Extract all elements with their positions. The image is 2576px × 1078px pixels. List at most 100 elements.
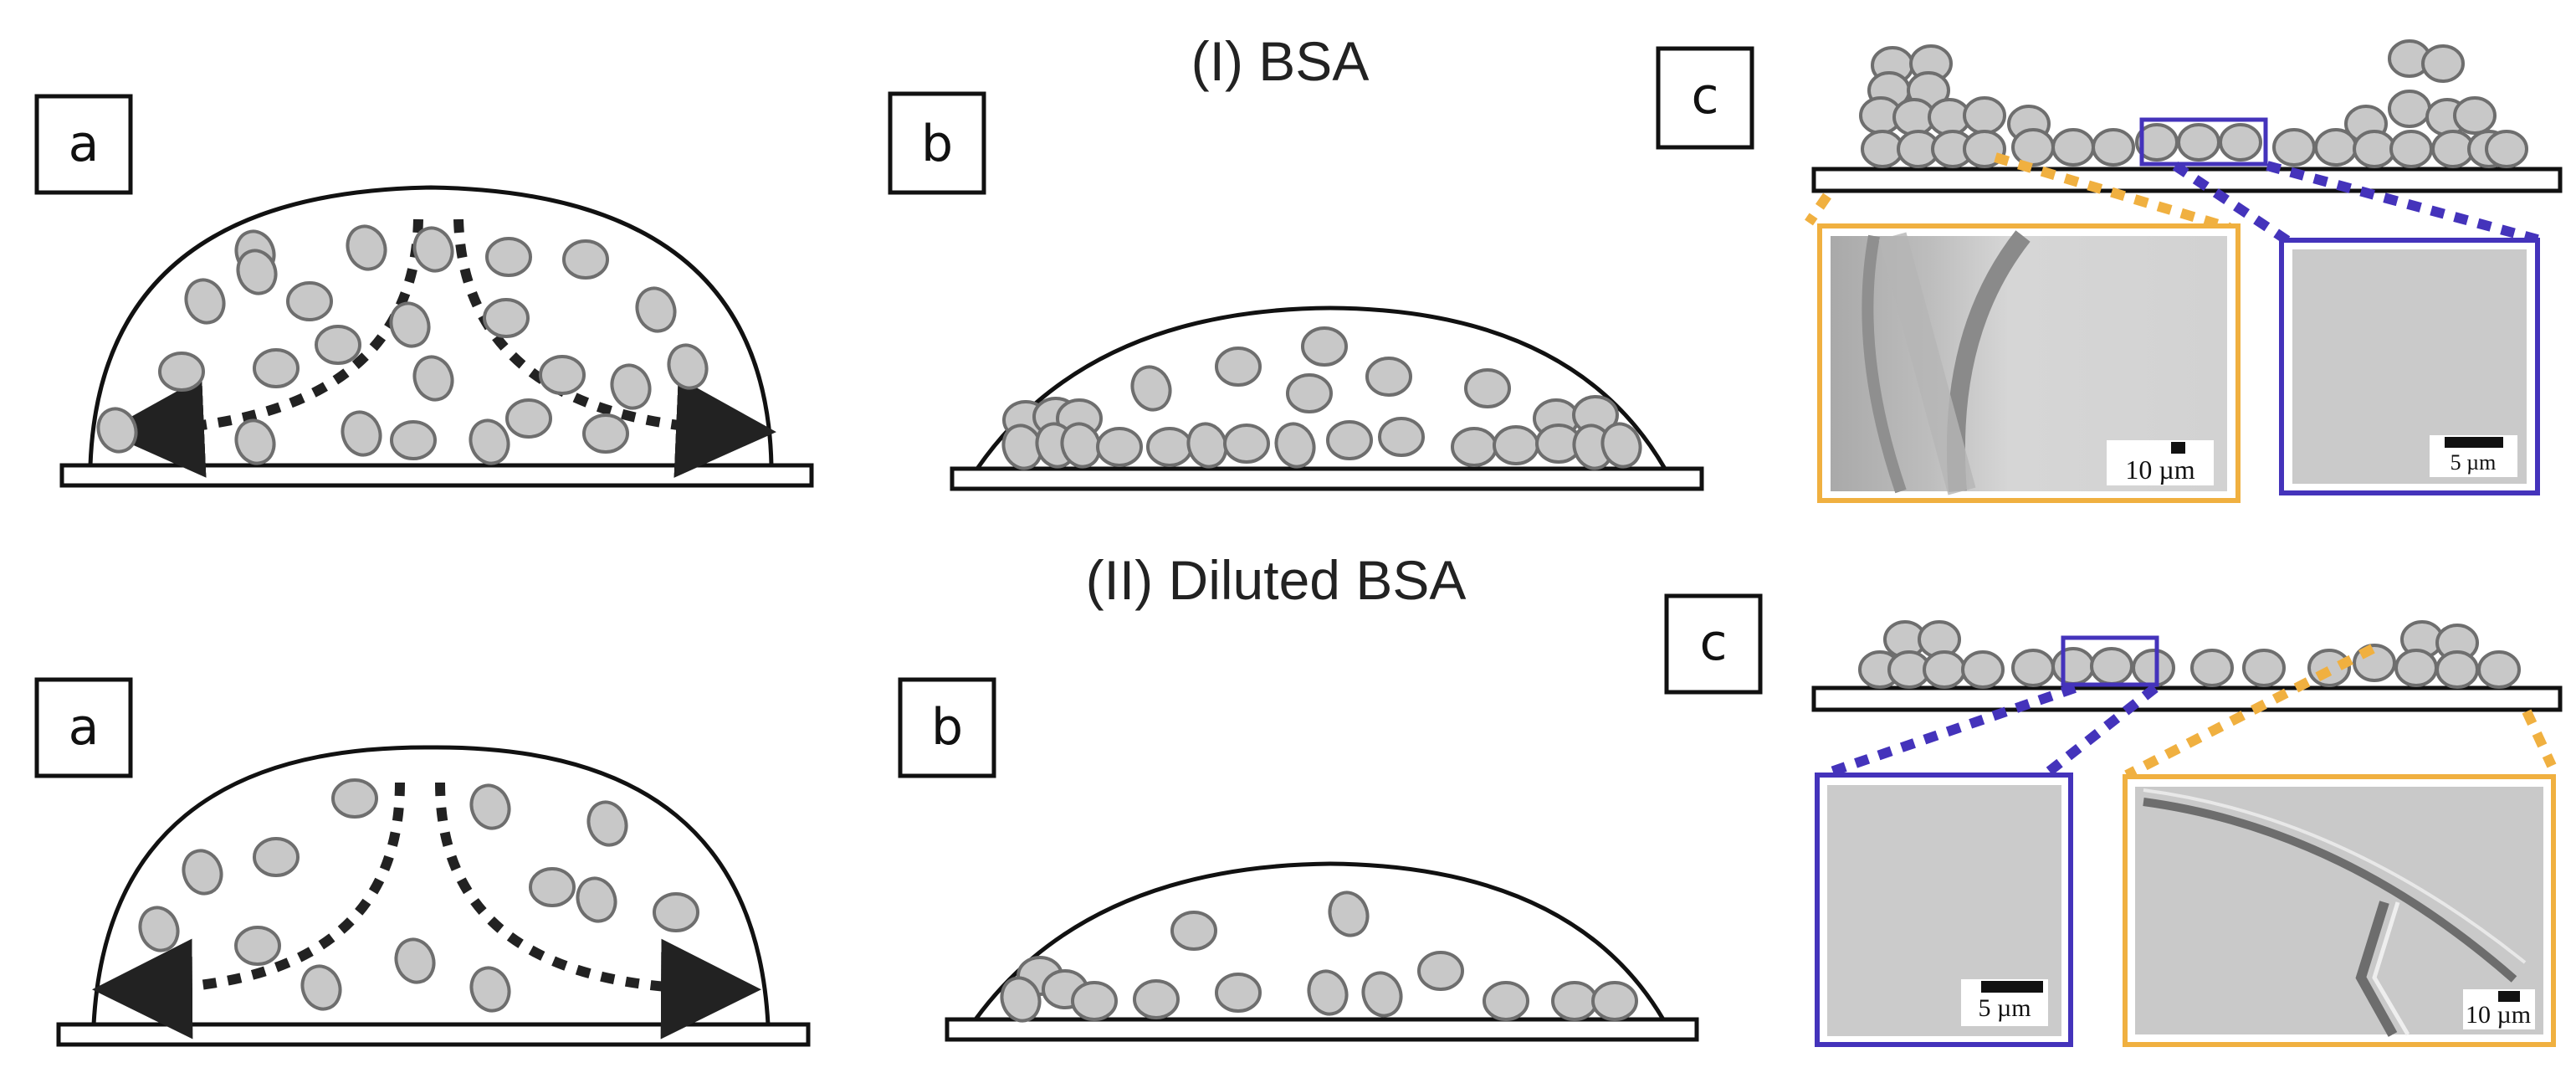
particle xyxy=(2132,649,2175,687)
particle xyxy=(2314,128,2358,167)
particle xyxy=(469,418,510,465)
particle xyxy=(469,966,511,1013)
particle xyxy=(2421,44,2465,83)
particle xyxy=(389,301,431,348)
particle xyxy=(394,937,436,984)
particle xyxy=(234,926,281,966)
particle xyxy=(667,343,709,390)
particle xyxy=(2051,128,2095,167)
particle xyxy=(582,413,629,454)
particle xyxy=(653,892,699,932)
zoom-box-purple-bottom xyxy=(2061,635,2159,687)
particle xyxy=(1274,422,1316,469)
droplet-b-bottom xyxy=(945,861,1699,1042)
particle xyxy=(529,867,576,907)
particle xyxy=(1451,427,1498,467)
particle xyxy=(1286,373,1333,413)
particle xyxy=(236,249,278,295)
particle xyxy=(1130,365,1172,412)
particle xyxy=(610,363,652,410)
micrograph-purple-top: 5 µm xyxy=(2279,238,2540,495)
micrograph-purple-bottom: 5 µm xyxy=(1815,773,2073,1047)
particle xyxy=(1417,951,1464,991)
particle xyxy=(331,778,378,819)
particle xyxy=(2272,128,2316,167)
particle xyxy=(505,398,552,439)
particle xyxy=(286,281,333,321)
label-box-b-bottom: b xyxy=(898,677,996,778)
particle xyxy=(635,286,677,333)
section-title-bsa: (I) BSA xyxy=(1191,30,1370,92)
label-b-top: b xyxy=(921,115,953,173)
particle xyxy=(138,906,180,952)
scale-bar-label-purple-top: 5 µm xyxy=(2451,450,2497,475)
particle xyxy=(2435,650,2479,689)
label-b-bottom: b xyxy=(931,698,963,757)
particle xyxy=(1301,326,1348,367)
particle xyxy=(1223,424,1270,464)
particle xyxy=(1493,425,1539,465)
particle xyxy=(1963,96,2006,135)
particle xyxy=(1170,911,1217,951)
particle xyxy=(576,876,617,923)
particle xyxy=(412,355,454,402)
particle xyxy=(2389,130,2433,168)
particle xyxy=(2011,128,2055,167)
label-box-a-bottom: a xyxy=(34,677,133,778)
connector-orange-bottom xyxy=(2124,644,2557,780)
particles-deposit-c-bottom xyxy=(1858,620,2521,689)
particle xyxy=(485,237,532,277)
particle xyxy=(1961,650,2005,689)
label-c-top: c xyxy=(1692,67,1719,126)
section-title-diluted-bsa: (II) Diluted BSA xyxy=(1086,549,1467,611)
particle xyxy=(469,783,511,830)
droplet-a-bottom xyxy=(56,745,811,1047)
particle xyxy=(346,224,387,271)
particle xyxy=(1307,969,1349,1016)
particle xyxy=(2431,130,2475,168)
particle xyxy=(1215,346,1262,387)
particle xyxy=(182,849,223,896)
particle xyxy=(2090,647,2133,685)
particle xyxy=(1923,650,1966,689)
particle xyxy=(1326,420,1373,460)
particle xyxy=(2388,90,2431,128)
flow-arrows-a-bottom xyxy=(92,782,761,1040)
scale-bar-label-orange-bottom: 10 µm xyxy=(2466,1001,2531,1029)
particle xyxy=(1215,973,1262,1013)
label-box-c-top: c xyxy=(1656,46,1754,150)
particles-droplet-a-top xyxy=(96,224,709,465)
particle xyxy=(1146,427,1193,467)
particle xyxy=(2353,130,2396,168)
particle xyxy=(253,837,300,877)
particle xyxy=(1591,981,1638,1021)
particle xyxy=(1963,130,2006,168)
substrate-c-top xyxy=(1811,167,2563,193)
label-c-bottom: c xyxy=(1700,613,1728,672)
flow-arrows-a-top xyxy=(104,218,776,478)
particle xyxy=(1551,981,1598,1021)
label-box-a-top: a xyxy=(34,94,133,195)
particle xyxy=(483,298,530,338)
particle xyxy=(1378,417,1425,457)
particle xyxy=(1328,891,1370,937)
particles-droplet-b-top xyxy=(1001,326,1642,470)
zoom-box-purple-top xyxy=(2139,117,2268,167)
particle xyxy=(562,239,609,280)
particle xyxy=(2453,96,2497,135)
particle xyxy=(1464,368,1511,408)
connector-purple-bottom xyxy=(1822,683,2159,779)
particle xyxy=(1361,971,1403,1018)
particle xyxy=(1000,976,1042,1023)
particle xyxy=(1071,981,1118,1021)
droplet-b-top xyxy=(950,305,1704,491)
particle xyxy=(2394,649,2438,687)
particle xyxy=(1483,981,1529,1021)
particles-droplet-b-bottom xyxy=(1000,891,1638,1023)
particle xyxy=(390,420,437,460)
particle xyxy=(586,800,628,847)
particle xyxy=(2242,649,2286,687)
connector-orange-top xyxy=(1805,152,2231,233)
particle xyxy=(253,348,300,388)
